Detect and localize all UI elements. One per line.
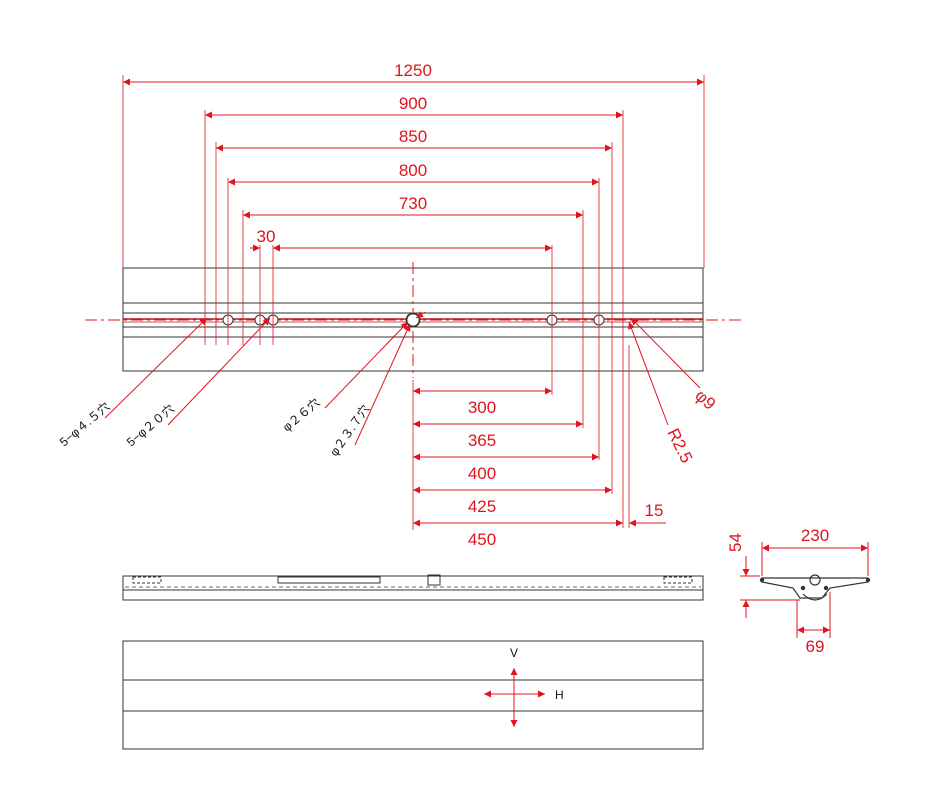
lower-dimension-values: 300 365 400 425 450 15	[468, 398, 664, 549]
lower-dimension-lines	[413, 387, 666, 527]
dim-15: 15	[645, 501, 664, 520]
dim-450: 450	[468, 530, 496, 549]
dim-400: 400	[468, 464, 496, 483]
dim-54: 54	[726, 533, 745, 552]
dim-800: 800	[399, 161, 427, 180]
callout-phi-26-hole: φ２６穴	[279, 395, 322, 435]
dim-69: 69	[806, 637, 825, 656]
callout-labels: 5−φ４.５穴 5−φ２０穴 φ２６穴 φ２３.７穴 φ9 R2.5	[56, 386, 719, 466]
dim-300: 300	[468, 398, 496, 417]
axis-arrows	[484, 668, 545, 727]
end-view-dimension-lines	[740, 542, 869, 638]
callout-r-2-5: R2.5	[663, 425, 696, 466]
callout-leaders	[104, 311, 701, 446]
callout-5-phi-20-hole: 5−φ２０穴	[123, 401, 177, 449]
upper-dimension-lines	[123, 78, 704, 252]
dim-1250: 1250	[394, 61, 432, 80]
upper-dimension-values: 1250 900 850 800 730 30	[257, 61, 432, 246]
callout-phi-23-7-hole: φ２３.７穴	[326, 402, 372, 459]
dim-30: 30	[257, 227, 276, 246]
dim-850: 850	[399, 127, 427, 146]
end-view-section	[759, 574, 871, 601]
callout-phi-9: φ9	[691, 386, 719, 414]
dim-425: 425	[468, 497, 496, 516]
dim-730: 730	[399, 194, 427, 213]
bottom-view	[122, 640, 704, 750]
side-view	[122, 574, 704, 601]
axis-h-label: H	[555, 688, 564, 702]
callout-5-phi-4-5-hole: 5−φ４.５穴	[56, 399, 112, 450]
dim-900: 900	[399, 94, 427, 113]
dim-365: 365	[468, 431, 496, 450]
axis-v-label: V	[510, 646, 518, 660]
hole-26-center	[405, 312, 421, 328]
dim-230: 230	[801, 526, 829, 545]
end-view-dimension-values: 230 54 69	[726, 526, 829, 656]
center-lines	[85, 262, 742, 378]
